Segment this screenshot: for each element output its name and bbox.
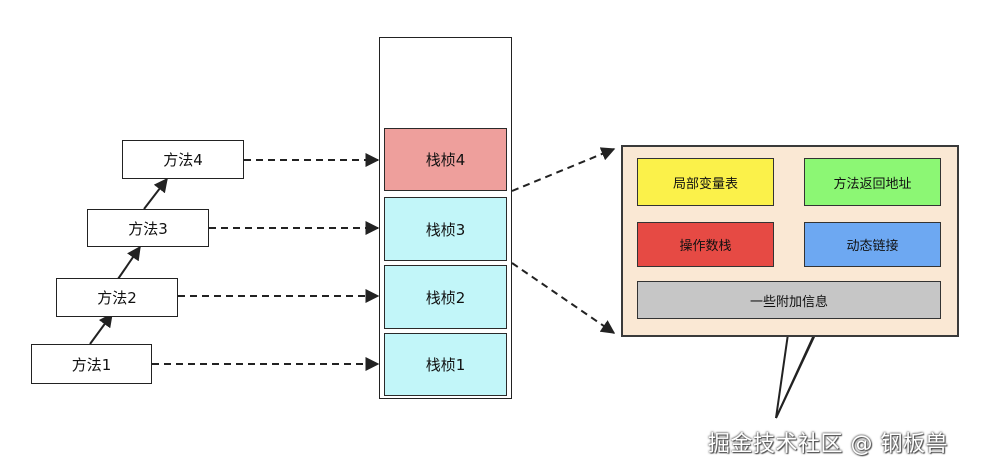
stack-frame-1-label: 栈桢1 bbox=[425, 356, 466, 374]
stack-frame-2-label: 栈桢2 bbox=[425, 288, 466, 307]
return-address-label: 方法返回地址 bbox=[833, 176, 912, 192]
method-3-label: 方法3 bbox=[128, 219, 168, 238]
stack-frame-4: 栈桢4 bbox=[384, 128, 507, 191]
method-1: 方法1 bbox=[31, 344, 152, 384]
stack-frame-4-label: 栈桢4 bbox=[425, 151, 466, 169]
method-2-label: 方法2 bbox=[97, 289, 137, 307]
method-2: 方法2 bbox=[56, 278, 178, 317]
return-address: 方法返回地址 bbox=[804, 158, 941, 206]
stack-frame-3: 栈桢3 bbox=[384, 197, 507, 261]
method-1-label: 方法1 bbox=[71, 355, 112, 374]
method-4: 方法4 bbox=[122, 140, 244, 179]
local-variable-table-label: 局部变量表 bbox=[672, 176, 738, 192]
method-arrow-3-4 bbox=[143, 177, 168, 210]
stack-frame-3-label: 栈桢3 bbox=[425, 220, 466, 239]
dynamic-link: 动态链接 bbox=[804, 222, 941, 267]
method-4-label: 方法4 bbox=[163, 151, 203, 169]
dynamic-link-label: 动态链接 bbox=[846, 239, 899, 254]
stack-frame-2: 栈桢2 bbox=[384, 265, 507, 329]
local-variable-table: 局部变量表 bbox=[637, 158, 774, 206]
dash-arrow-frame-top bbox=[511, 147, 616, 192]
operand-stack: 操作数栈 bbox=[637, 222, 774, 267]
method-arrow-2-3 bbox=[117, 245, 141, 280]
extra-info-label: 一些附加信息 bbox=[749, 294, 828, 310]
watermark: 掘金技术社区 @ 钢板兽 bbox=[708, 432, 948, 457]
extra-info: 一些附加信息 bbox=[637, 281, 941, 319]
operand-stack-label: 操作数栈 bbox=[679, 239, 732, 254]
method-3: 方法3 bbox=[87, 209, 209, 247]
dash-arrow-frame-bottom bbox=[511, 262, 616, 334]
method-arrow-1-2 bbox=[89, 312, 113, 345]
stack-frame-1: 栈桢1 bbox=[384, 333, 507, 396]
